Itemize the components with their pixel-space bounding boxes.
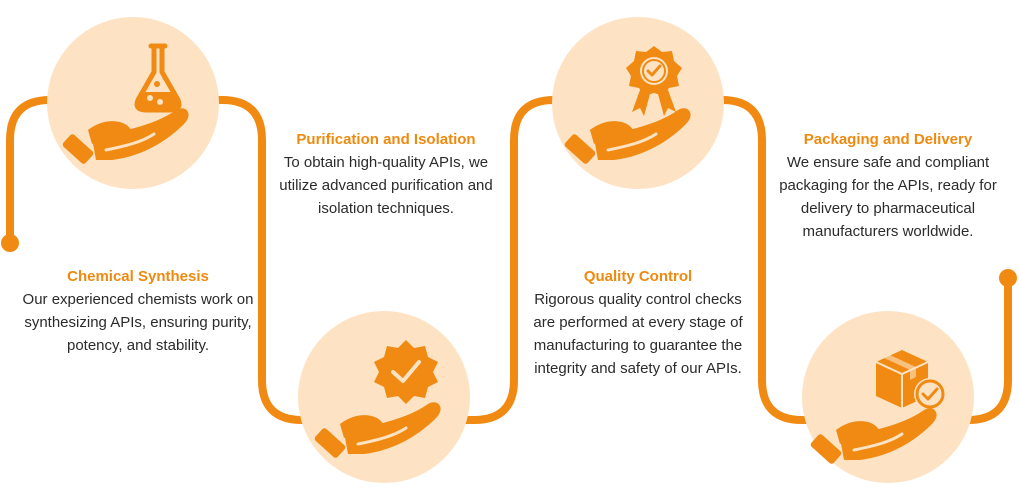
award-ribbon-in-hand-icon (561, 46, 693, 167)
step-description: Rigorous quality control checks are perf… (533, 291, 743, 377)
step-quality-control: Quality Control Rigorous quality control… (522, 267, 754, 380)
path-start-dot (1, 234, 19, 252)
step-chemical-synthesis: Chemical Synthesis Our experienced chemi… (22, 267, 254, 357)
flask-in-hand-icon (59, 43, 191, 167)
step-title: Quality Control (583, 268, 693, 285)
badge-check-in-hand-icon (311, 340, 443, 461)
step-description: Our experienced chemists work on synthes… (22, 291, 254, 354)
connector-path (6, 96, 1012, 424)
step-2-circle (298, 311, 470, 483)
step-title: Chemical Synthesis (67, 268, 209, 285)
step-purification-isolation: Purification and Isolation To obtain hig… (266, 130, 506, 220)
path-end-dot (999, 269, 1017, 287)
step-description: We ensure safe and compliant packaging f… (779, 154, 997, 240)
step-title: Purification and Isolation (296, 131, 476, 148)
step-description: To obtain high-quality APIs, we utilize … (279, 154, 493, 217)
step-packaging-delivery: Packaging and Delivery We ensure safe an… (770, 130, 1006, 243)
package-check-in-hand-icon (807, 350, 946, 467)
step-1-circle (47, 17, 219, 189)
step-title: Packaging and Delivery (803, 131, 973, 148)
